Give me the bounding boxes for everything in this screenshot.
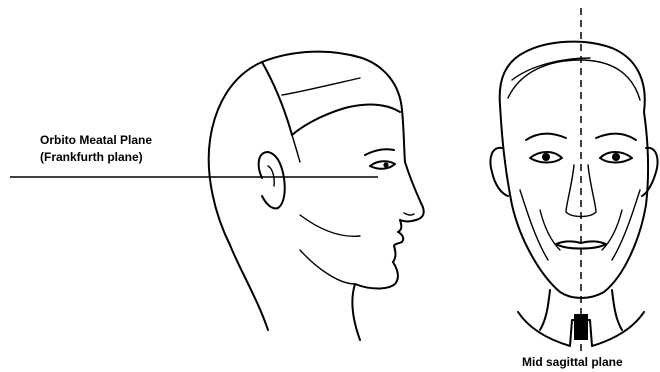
head-profile-icon xyxy=(209,52,424,340)
head-frontal-icon xyxy=(490,42,657,346)
frankfurt-plane-sublabel: (Frankfurth plane) xyxy=(40,150,143,165)
midsagittal-plane-label: Mid sagittal plane xyxy=(522,355,623,370)
frankfurt-plane-label: Orbito Meatal Plane xyxy=(40,133,152,148)
